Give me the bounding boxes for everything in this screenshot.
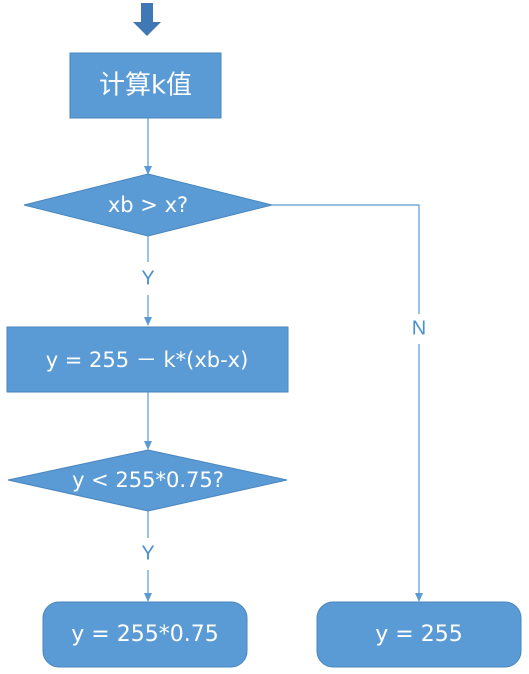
node-result-075-label: y = 255*0.75: [71, 622, 218, 647]
edge-label-yes-1: Y: [141, 267, 154, 289]
edge-label-no: N: [412, 317, 426, 339]
node-check-xb: xb > x?: [23, 173, 273, 237]
node-check-y: y < 255*0.75?: [7, 449, 288, 512]
node-check-y-label: y < 255*0.75?: [72, 468, 224, 492]
edge-check-y-yes: Y: [141, 511, 155, 602]
edge-label-yes-2: Y: [141, 542, 154, 564]
node-compute-k-label: 计算k值: [99, 71, 192, 101]
edge-check-xb-yes: Y: [141, 236, 155, 326]
edge-check-xb-no: N: [272, 204, 426, 602]
entry-arrow-icon: [133, 3, 161, 36]
node-check-xb-label: xb > x?: [108, 193, 188, 217]
node-result-075: y = 255*0.75: [42, 601, 248, 668]
node-result-255-label: y = 255: [375, 622, 462, 647]
node-result-255: y = 255: [316, 601, 522, 668]
node-compute-y: y = 255 － k*(xb-x): [6, 326, 289, 393]
node-compute-y-label: y = 255 － k*(xb-x): [46, 348, 249, 372]
node-compute-k: 计算k值: [69, 52, 222, 119]
